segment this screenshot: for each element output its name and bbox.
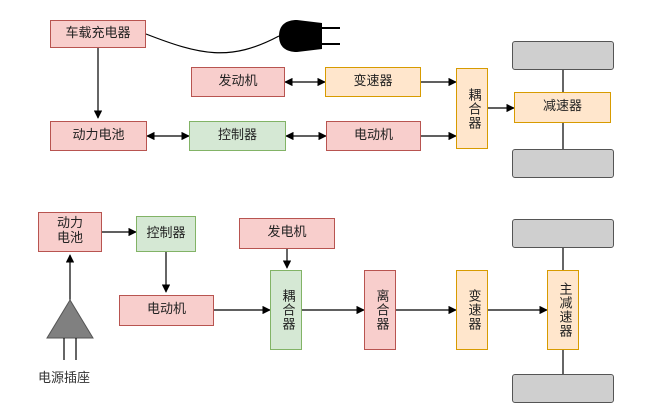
motor-box-2: 电动机 [119, 295, 214, 326]
generator-box: 发电机 [239, 218, 335, 249]
coupler-box: 耦合器 [456, 68, 488, 149]
engine-box: 发动机 [191, 67, 285, 97]
power-socket-icon [46, 299, 94, 360]
bottom-front-wheel [512, 219, 614, 248]
bottom-rear-wheel [512, 374, 614, 403]
motor-box: 电动机 [326, 121, 421, 151]
coupler-box-2: 耦合器 [270, 270, 302, 350]
top-rear-wheel [512, 149, 614, 178]
transmission-box-2: 变速器 [456, 270, 488, 350]
charger-plug-icon [279, 20, 340, 52]
controller-box: 控制器 [189, 121, 286, 151]
clutch-box: 离合器 [364, 270, 396, 350]
controller-box-2: 控制器 [136, 216, 196, 252]
power-socket-label: 电源插座 [38, 371, 91, 386]
top-front-wheel [512, 41, 614, 70]
battery-box-2-label: 动力电池 [56, 216, 83, 246]
reducer-box: 减速器 [514, 92, 611, 123]
transmission-box: 变速器 [325, 67, 421, 97]
charger-cable-line [145, 33, 280, 54]
battery-box-2: 动力电池 [38, 212, 102, 252]
battery-box: 动力电池 [50, 121, 147, 151]
main-reducer-box: 主减速器 [547, 270, 579, 350]
onboard-charger-box: 车载充电器 [50, 20, 146, 48]
